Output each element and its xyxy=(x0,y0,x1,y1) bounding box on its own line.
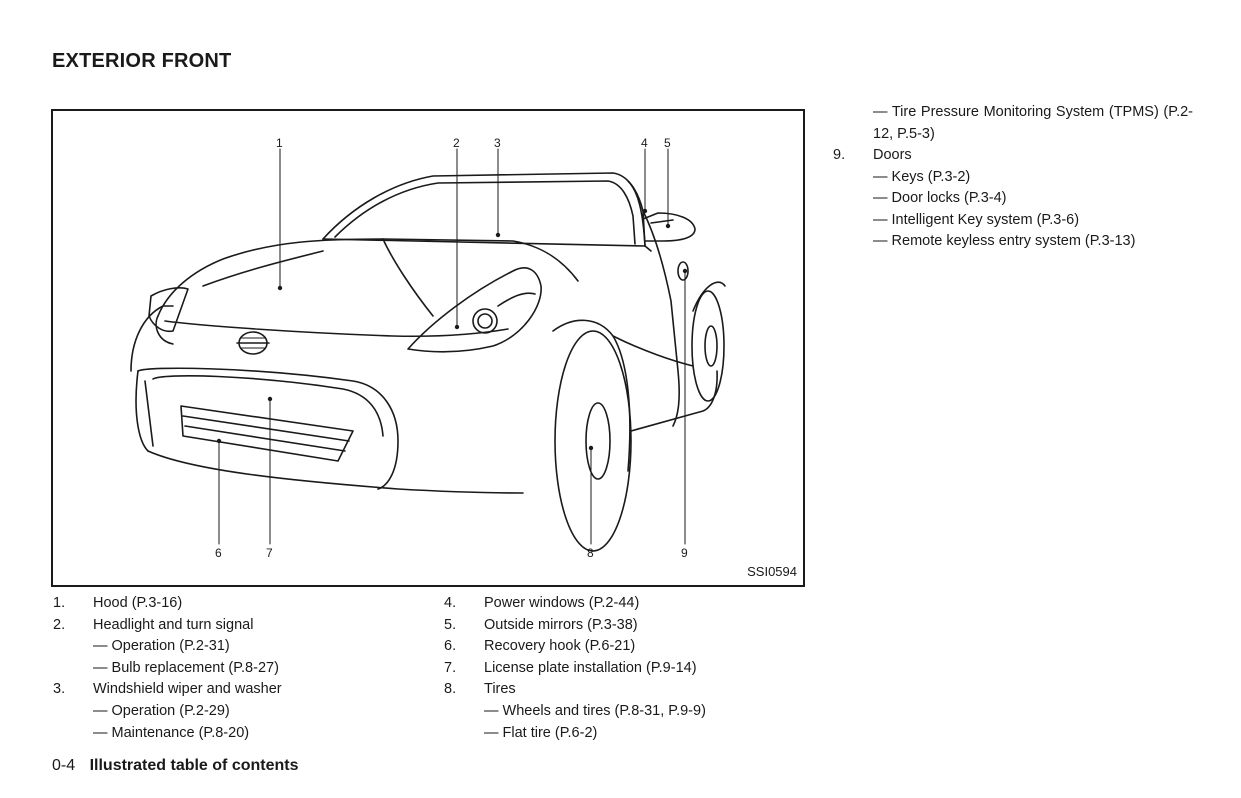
item-text: Power windows (P.2-44) xyxy=(484,595,640,611)
callout-7: 7 xyxy=(266,546,273,560)
list-subitem: — Keys (P.3-2) xyxy=(833,167,1193,189)
list-subitem: — Door locks (P.3-4) xyxy=(833,188,1193,210)
legend-right-column: — Tire Pressure Monitoring System (TPMS)… xyxy=(833,102,1193,253)
subitem-text: — Operation (P.2-31) xyxy=(93,638,230,655)
subitem-text: — Flat tire (P.6-2) xyxy=(484,724,598,741)
item-number: 5. xyxy=(444,616,457,633)
list-item: 2. Headlight and turn signal xyxy=(53,615,413,637)
legend-left-column: 1. Hood (P.3-16) 2. Headlight and turn s… xyxy=(53,593,413,744)
subitem-text: — Intelligent Key system (P.3-6) xyxy=(873,211,1080,228)
list-item: 4. Power windows (P.2-44) xyxy=(444,593,804,615)
item-text: Tires xyxy=(484,681,516,698)
section-title: Illustrated table of contents xyxy=(89,757,299,774)
list-item: 8. Tires xyxy=(444,679,804,701)
item-number: 8. xyxy=(444,681,457,698)
list-item: 9. Doors xyxy=(833,145,1193,167)
list-item: 5. Outside mirrors (P.3-38) xyxy=(444,615,804,637)
subitem-text: — Keys (P.3-2) xyxy=(873,168,971,185)
item-number: 6. xyxy=(444,638,457,655)
list-item: 1. Hood (P.3-16) xyxy=(53,593,413,615)
figure-code: SSI0594 xyxy=(747,564,797,579)
subitem-text: — Bulb replacement (P.8-27) xyxy=(93,659,279,676)
callout-5: 5 xyxy=(664,136,671,150)
item-text: Outside mirrors (P.3-38) xyxy=(484,616,638,633)
item-text: Doors xyxy=(873,147,912,163)
callout-6: 6 xyxy=(215,546,222,560)
callout-2: 2 xyxy=(453,136,460,150)
callout-4: 4 xyxy=(641,136,648,150)
page-footer: 0-4 Illustrated table of contents xyxy=(52,757,299,775)
subitem-text: — Tire Pressure Monitoring System (TPMS)… xyxy=(873,104,1193,142)
subitem-text: — Remote keyless entry system (P.3-13) xyxy=(873,233,1136,250)
legend-middle-column: 4. Power windows (P.2-44) 5. Outside mir… xyxy=(444,593,804,744)
car-exterior-figure: 1 2 3 4 5 6 7 8 9 SSI0594 xyxy=(51,109,805,587)
item-number: 2. xyxy=(53,616,66,633)
page-number: 0-4 xyxy=(52,757,76,774)
list-subitem: — Wheels and tires (P.8-31, P.9-9) xyxy=(444,701,804,723)
subitem-text: — Operation (P.2-29) xyxy=(93,702,230,719)
list-subitem: — Intelligent Key system (P.3-6) xyxy=(833,210,1193,232)
list-item: 6. Recovery hook (P.6-21) xyxy=(444,636,804,658)
list-subitem: — Maintenance (P.8-20) xyxy=(53,723,413,745)
callout-3: 3 xyxy=(494,136,501,150)
item-number: 3. xyxy=(53,681,66,698)
list-subitem: — Tire Pressure Monitoring System (TPMS)… xyxy=(833,102,1193,145)
item-number: 7. xyxy=(444,659,457,676)
subitem-text: — Maintenance (P.8-20) xyxy=(93,724,250,741)
callout-8: 8 xyxy=(587,546,594,560)
item-text: Headlight and turn signal xyxy=(93,616,254,633)
item-text: Recovery hook (P.6-21) xyxy=(484,638,636,655)
list-item: 3. Windshield wiper and washer xyxy=(53,679,413,701)
subitem-text: — Wheels and tires (P.8-31, P.9-9) xyxy=(484,702,706,719)
list-item: 7. License plate installation (P.9-14) xyxy=(444,658,804,680)
callout-9: 9 xyxy=(681,546,688,560)
item-number: 1. xyxy=(53,595,66,611)
subitem-text: — Door locks (P.3-4) xyxy=(873,190,1007,207)
list-subitem: — Bulb replacement (P.8-27) xyxy=(53,658,413,680)
car-front-illustration: 1 2 3 4 5 6 7 8 9 xyxy=(130,136,726,560)
callout-1: 1 xyxy=(276,136,283,150)
list-subitem: — Operation (P.2-31) xyxy=(53,636,413,658)
list-subitem: — Remote keyless entry system (P.3-13) xyxy=(833,231,1193,253)
list-subitem: — Operation (P.2-29) xyxy=(53,701,413,723)
list-subitem: — Flat tire (P.6-2) xyxy=(444,723,804,745)
page-title: EXTERIOR FRONT xyxy=(52,50,232,72)
item-number: 9. xyxy=(833,147,846,163)
item-text: Windshield wiper and washer xyxy=(93,681,282,698)
item-number: 4. xyxy=(444,595,457,611)
item-text: Hood (P.3-16) xyxy=(93,595,183,611)
item-text: License plate installation (P.9-14) xyxy=(484,659,697,676)
